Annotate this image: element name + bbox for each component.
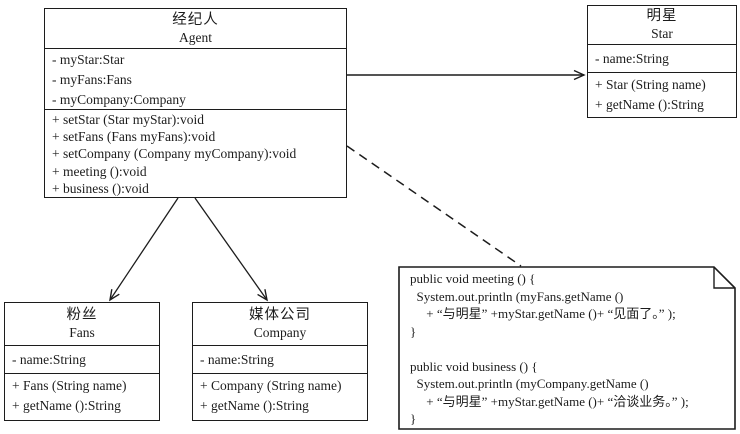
method-item: + setFans (Fans myFans):void bbox=[52, 129, 216, 145]
class-title-fans: 粉丝 Fans bbox=[5, 303, 159, 345]
attribute-item: - myStar:Star bbox=[52, 52, 125, 67]
attribute-item: - myCompany:Company bbox=[52, 92, 186, 107]
class-attributes-company: - name:String bbox=[193, 345, 367, 373]
method-item: + setStar (Star myStar):void bbox=[52, 112, 204, 127]
class-box-company: 媒体公司 Company - name:String + Company (St… bbox=[192, 302, 368, 421]
attribute-item: - name:String bbox=[12, 352, 86, 367]
code-note: public void meeting () { System.out.prin… bbox=[401, 270, 731, 428]
attribute-item: - name:String bbox=[200, 352, 274, 367]
class-box-fans: 粉丝 Fans - name:String + Fans (String nam… bbox=[4, 302, 160, 421]
code-line: public void meeting () { bbox=[410, 271, 536, 286]
note-folded-corner-icon bbox=[713, 267, 735, 289]
method-item: + getName ():String bbox=[200, 398, 309, 413]
code-line: } bbox=[410, 411, 417, 426]
class-name-en: Company bbox=[253, 325, 307, 341]
attribute-item: - myFans:Fans bbox=[52, 72, 132, 87]
method-item: + setCompany (Company myCompany):void bbox=[52, 146, 297, 162]
class-attributes-fans: - name:String bbox=[5, 345, 159, 373]
attribute-item: - name:String bbox=[595, 51, 669, 66]
method-item: + getName ():String bbox=[12, 398, 121, 413]
code-line: + “与明星” +myStar.getName ()+ “见面了。” ); bbox=[410, 306, 676, 321]
method-item: + getName ():String bbox=[595, 97, 704, 112]
class-name-zh: 粉丝 bbox=[66, 307, 98, 324]
class-box-star: 明星 Star - name:String + Star (String nam… bbox=[587, 5, 737, 118]
class-methods-fans: + Fans (String name) + getName ():String bbox=[5, 373, 159, 420]
method-item: + business ():void bbox=[52, 180, 149, 196]
note-anchor-dashed-line bbox=[346, 145, 522, 267]
class-attributes-star: - name:String bbox=[588, 44, 736, 72]
method-item: + Company (String name) bbox=[200, 378, 342, 393]
code-line bbox=[410, 340, 731, 358]
class-name-en: Fans bbox=[69, 325, 95, 341]
code-line: System.out.println (myCompany.getName () bbox=[410, 376, 649, 391]
association-arrow-agent-company bbox=[194, 197, 268, 302]
class-title-agent: 经纪人 Agent bbox=[45, 9, 346, 48]
method-item: + Star (String name) bbox=[595, 77, 706, 92]
class-title-star: 明星 Star bbox=[588, 6, 736, 44]
class-attributes-agent: - myStar:Star - myFans:Fans - myCompany:… bbox=[45, 48, 346, 109]
code-line: System.out.println (myFans.getName () bbox=[410, 288, 624, 304]
class-title-company: 媒体公司 Company bbox=[193, 303, 367, 345]
code-line: public void business () { bbox=[410, 358, 538, 374]
class-methods-star: + Star (String name) + getName ():String bbox=[588, 72, 736, 117]
code-line: + “与明星” +myStar.getName ()+ “洽谈业务。” ); bbox=[410, 393, 689, 409]
class-methods-agent: + setStar (Star myStar):void + setFans (… bbox=[45, 109, 346, 197]
class-box-agent: 经纪人 Agent - myStar:Star - myFans:Fans - … bbox=[44, 8, 347, 198]
class-name-en: Agent bbox=[179, 29, 212, 45]
class-name-zh: 经纪人 bbox=[172, 11, 219, 28]
method-item: + Fans (String name) bbox=[12, 378, 127, 393]
class-name-zh: 明星 bbox=[646, 8, 678, 25]
class-name-zh: 媒体公司 bbox=[249, 307, 311, 324]
code-line: } bbox=[410, 323, 417, 339]
class-name-en: Star bbox=[651, 26, 673, 42]
association-arrow-agent-fans bbox=[109, 197, 179, 302]
method-item: + meeting ():void bbox=[52, 163, 147, 179]
note-outline bbox=[398, 266, 736, 430]
class-methods-company: + Company (String name) + getName ():Str… bbox=[193, 373, 367, 420]
